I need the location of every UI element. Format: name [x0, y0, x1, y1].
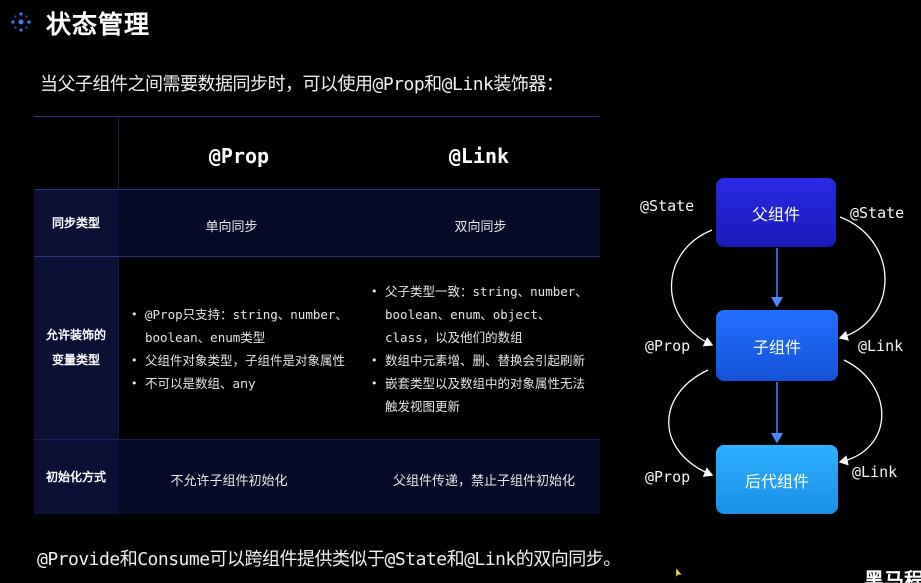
table-column-divider — [118, 118, 119, 514]
list-item: 父组件对象类型，子组件是对象属性 — [129, 349, 369, 372]
page-title: 状态管理 — [46, 10, 151, 39]
node-descendant-component: 后代组件 — [716, 445, 838, 514]
node-parent-component: 父组件 — [716, 178, 836, 247]
table-top-border — [34, 116, 600, 117]
label-state-right: @State — [850, 204, 905, 222]
list-item: 数组中元素增、删、替换会引起刷新 — [369, 349, 604, 372]
row-header-line: 允许装饰的 — [45, 328, 106, 342]
arc-link-right-bottom — [838, 359, 883, 466]
row-header-line: 变量类型 — [51, 353, 100, 367]
label-prop-bottom: @Prop — [645, 468, 691, 486]
footer-note: @Provide和Consume可以跨组件提供类似于@State和@Link的双… — [37, 549, 621, 570]
mouse-cursor-icon — [676, 568, 683, 578]
watermark-text: 黑马程 — [864, 568, 921, 583]
row-header-allowed-types: 允许装饰的 变量类型 — [34, 257, 118, 439]
component-sync-diagram: 父组件 子组件 后代组件 @State @State @Prop @Link @… — [620, 170, 920, 520]
label-prop-mid: @Prop — [645, 337, 691, 355]
label-link-bottom: @Link — [852, 463, 898, 481]
list-item: @Prop只支持：string、number、boolean、enum类型 — [129, 303, 369, 349]
row-divider — [34, 439, 600, 440]
app-logo-icon — [11, 12, 31, 32]
row-header-sync-type: 同步类型 — [34, 190, 118, 256]
label-state-left: @State — [640, 197, 695, 215]
label-link-mid: @Link — [858, 337, 904, 355]
cell-link-sync-type: 双向同步 — [454, 220, 507, 235]
row-divider — [34, 189, 600, 190]
comparison-table: @Prop @Link 同步类型 单向同步 双向同步 允许装饰的 变量类型 @P… — [34, 116, 600, 514]
arc-state-link-right — [838, 216, 886, 341]
arc-state-prop-left — [670, 229, 714, 347]
cell-prop-sync-type: 单向同步 — [205, 220, 258, 235]
node-child-component: 子组件 — [716, 310, 838, 381]
column-header-prop: @Prop — [208, 144, 270, 168]
link-types-list: 父子类型一致：string、number、boolean、enum、object… — [369, 280, 604, 418]
table-row-init — [34, 440, 600, 514]
diagram-arrows — [668, 216, 886, 477]
list-item: 父子类型一致：string、number、boolean、enum、object… — [369, 280, 604, 349]
row-divider — [34, 256, 600, 257]
cell-prop-init: 不允许子组件初始化 — [170, 474, 288, 489]
arc-prop-left-bottom — [668, 369, 714, 477]
prop-types-list: @Prop只支持：string、number、boolean、enum类型 父组… — [129, 303, 369, 395]
table-row-sync-type — [34, 190, 600, 256]
cell-link-init: 父组件传递，禁止子组件初始化 — [392, 474, 575, 489]
list-item: 不可以是数组、any — [129, 372, 369, 395]
row-header-init: 初始化方式 — [34, 440, 118, 514]
intro-text: 当父子组件之间需要数据同步时，可以使用@Prop和@Link装饰器： — [40, 74, 564, 95]
column-header-link: @Link — [448, 144, 510, 168]
